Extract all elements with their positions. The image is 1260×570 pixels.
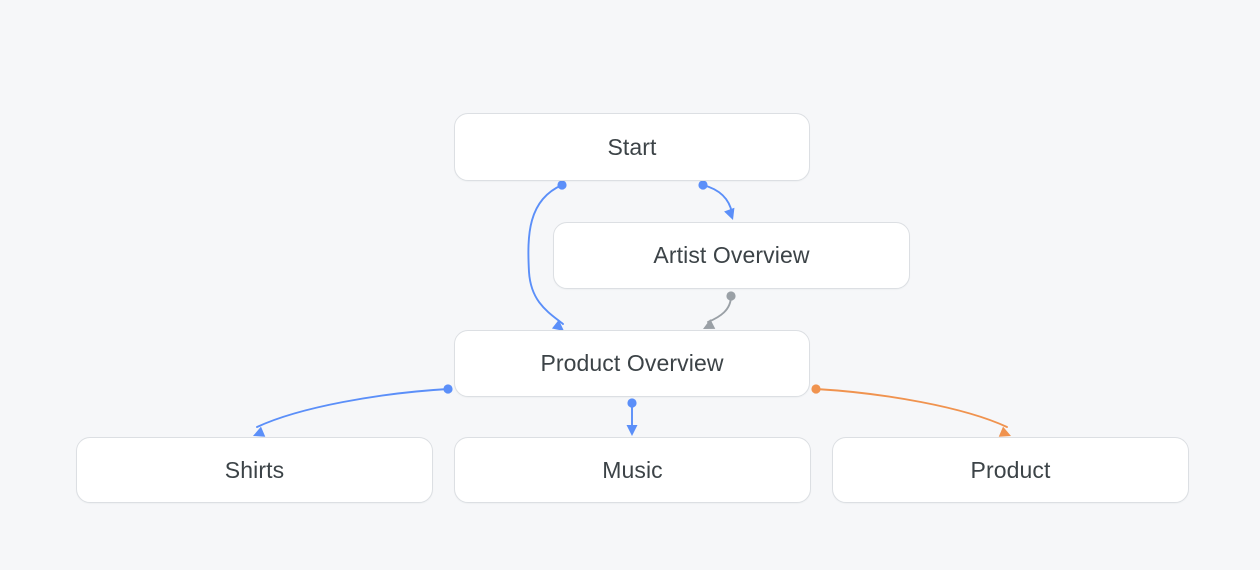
node-label: Product — [970, 456, 1051, 483]
edge-start-to-artist-overview — [702, 184, 733, 214]
edge-artist-overview-to-product-overview — [707, 295, 732, 323]
edge-source-dot-product-overview-to-music — [627, 398, 637, 408]
node-label: Shirts — [224, 456, 285, 483]
edge-product-overview-to-product — [815, 388, 1008, 428]
edge-product-overview-to-shirts — [256, 388, 449, 428]
node-music[interactable]: Music — [454, 437, 811, 503]
edges-group — [253, 180, 1011, 437]
node-artist-overview[interactable]: Artist Overview — [553, 222, 910, 289]
node-shirts[interactable]: Shirts — [76, 437, 433, 503]
node-label: Music — [602, 456, 663, 483]
edge-source-dot-artist-overview-to-product-overview — [726, 291, 736, 301]
node-product-overview[interactable]: Product Overview — [454, 330, 810, 397]
node-label: Start — [607, 133, 657, 160]
edge-source-dot-start-to-product-overview — [557, 180, 567, 190]
edge-arrowhead-product-overview-to-music — [626, 425, 638, 436]
node-product[interactable]: Product — [832, 437, 1189, 503]
edge-source-dot-product-overview-to-product — [811, 384, 821, 394]
edge-arrowhead-start-to-artist-overview — [724, 207, 735, 220]
node-start[interactable]: Start — [454, 113, 810, 181]
node-label: Product Overview — [540, 350, 724, 376]
node-label: Artist Overview — [653, 242, 810, 268]
edge-source-dot-product-overview-to-shirts — [443, 384, 453, 394]
edge-source-dot-start-to-artist-overview — [698, 180, 708, 190]
